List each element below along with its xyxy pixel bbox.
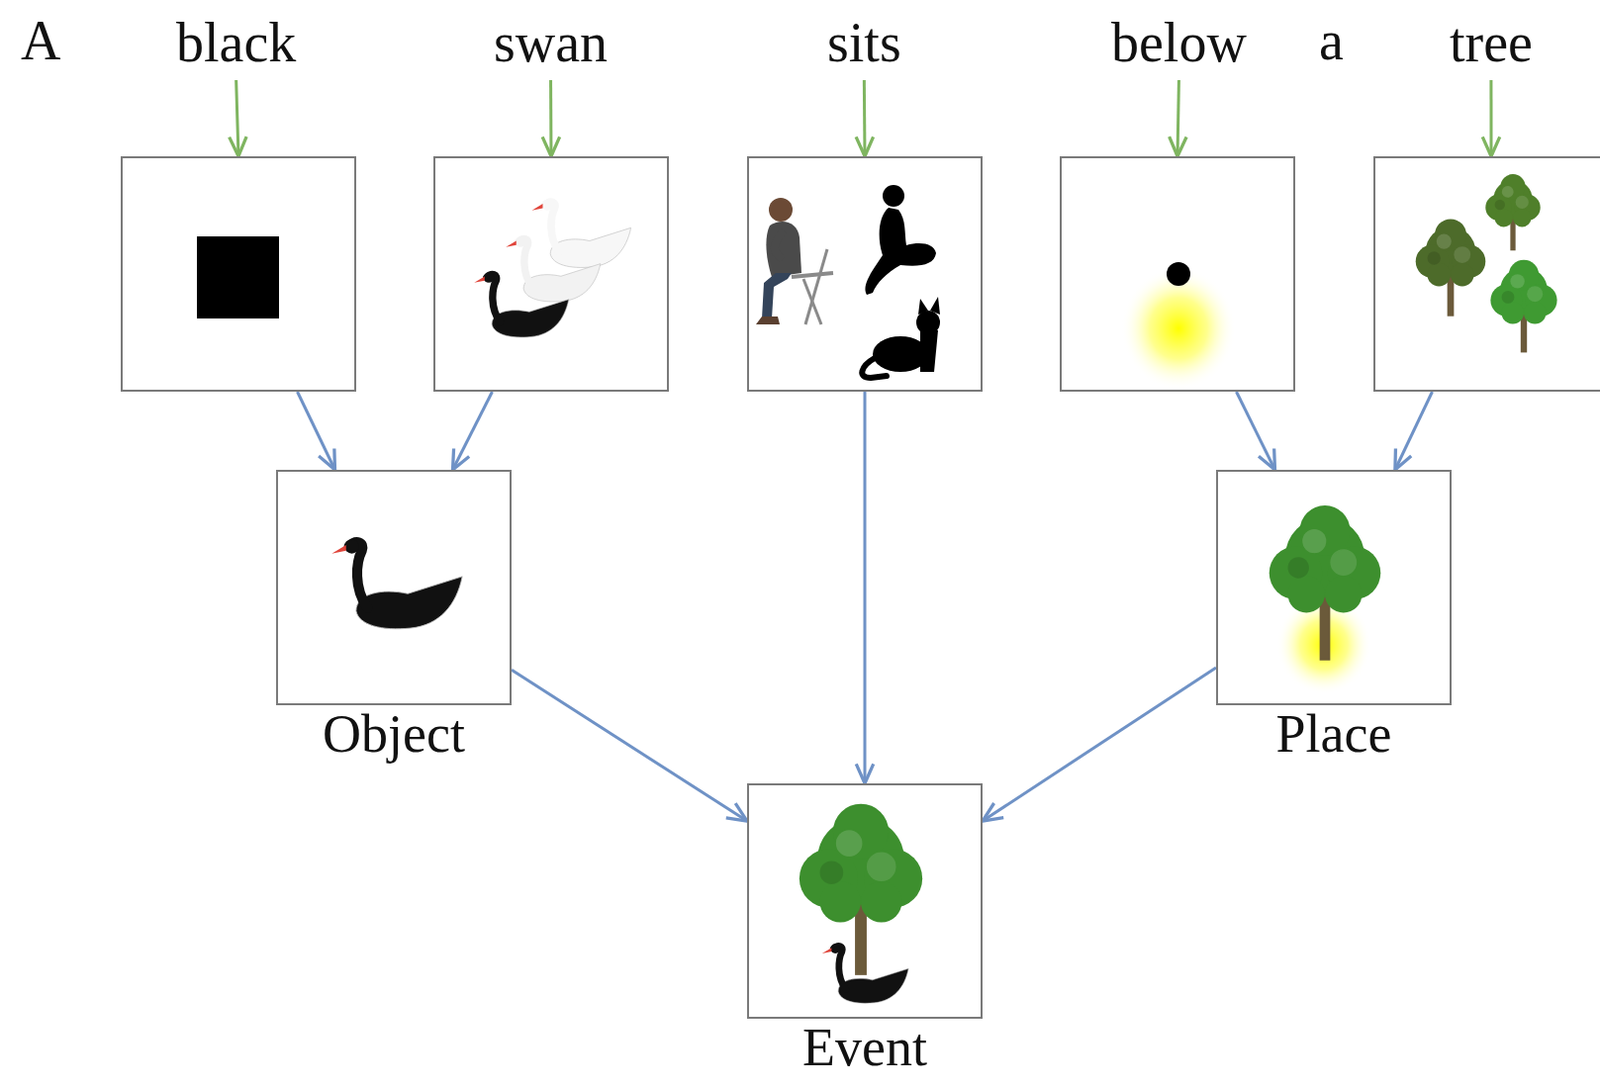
input-word: swan [489,12,612,73]
input-arrow [862,80,867,157]
box-label: Event [802,1021,928,1075]
image-box [1373,156,1600,392]
word-text: tree [1449,11,1533,74]
input-arrow [1489,80,1493,157]
composition-box: Event [747,783,983,1020]
input-word: sits [823,12,906,73]
input-arrow [549,80,553,157]
composition-arrow [453,391,493,471]
image-box [1059,156,1296,392]
input-word: below [1107,12,1251,73]
input-word: black [172,12,300,73]
composition-box: Place [1216,470,1452,706]
image-box [747,156,983,392]
image-box [433,156,669,392]
word-label: a [1318,12,1344,69]
panel-letter: A [20,12,61,69]
composition-arrow [1395,391,1433,471]
input-arrow [1177,80,1179,157]
word-text: swan [493,11,608,74]
box-label: Place [1276,707,1393,761]
word-text: below [1111,11,1247,74]
composition-arrow [863,391,867,784]
word-text: black [176,11,296,74]
image-box [120,156,357,392]
composition-box: Object [276,470,512,706]
composition-arrow [511,669,748,822]
composition-arrow [982,667,1217,822]
word-text: sits [827,11,902,74]
input-arrow [236,80,239,157]
box-label: Object [322,707,466,761]
composition-arrow [297,391,336,471]
input-word: tree [1445,12,1537,73]
composition-arrow [1236,391,1276,471]
